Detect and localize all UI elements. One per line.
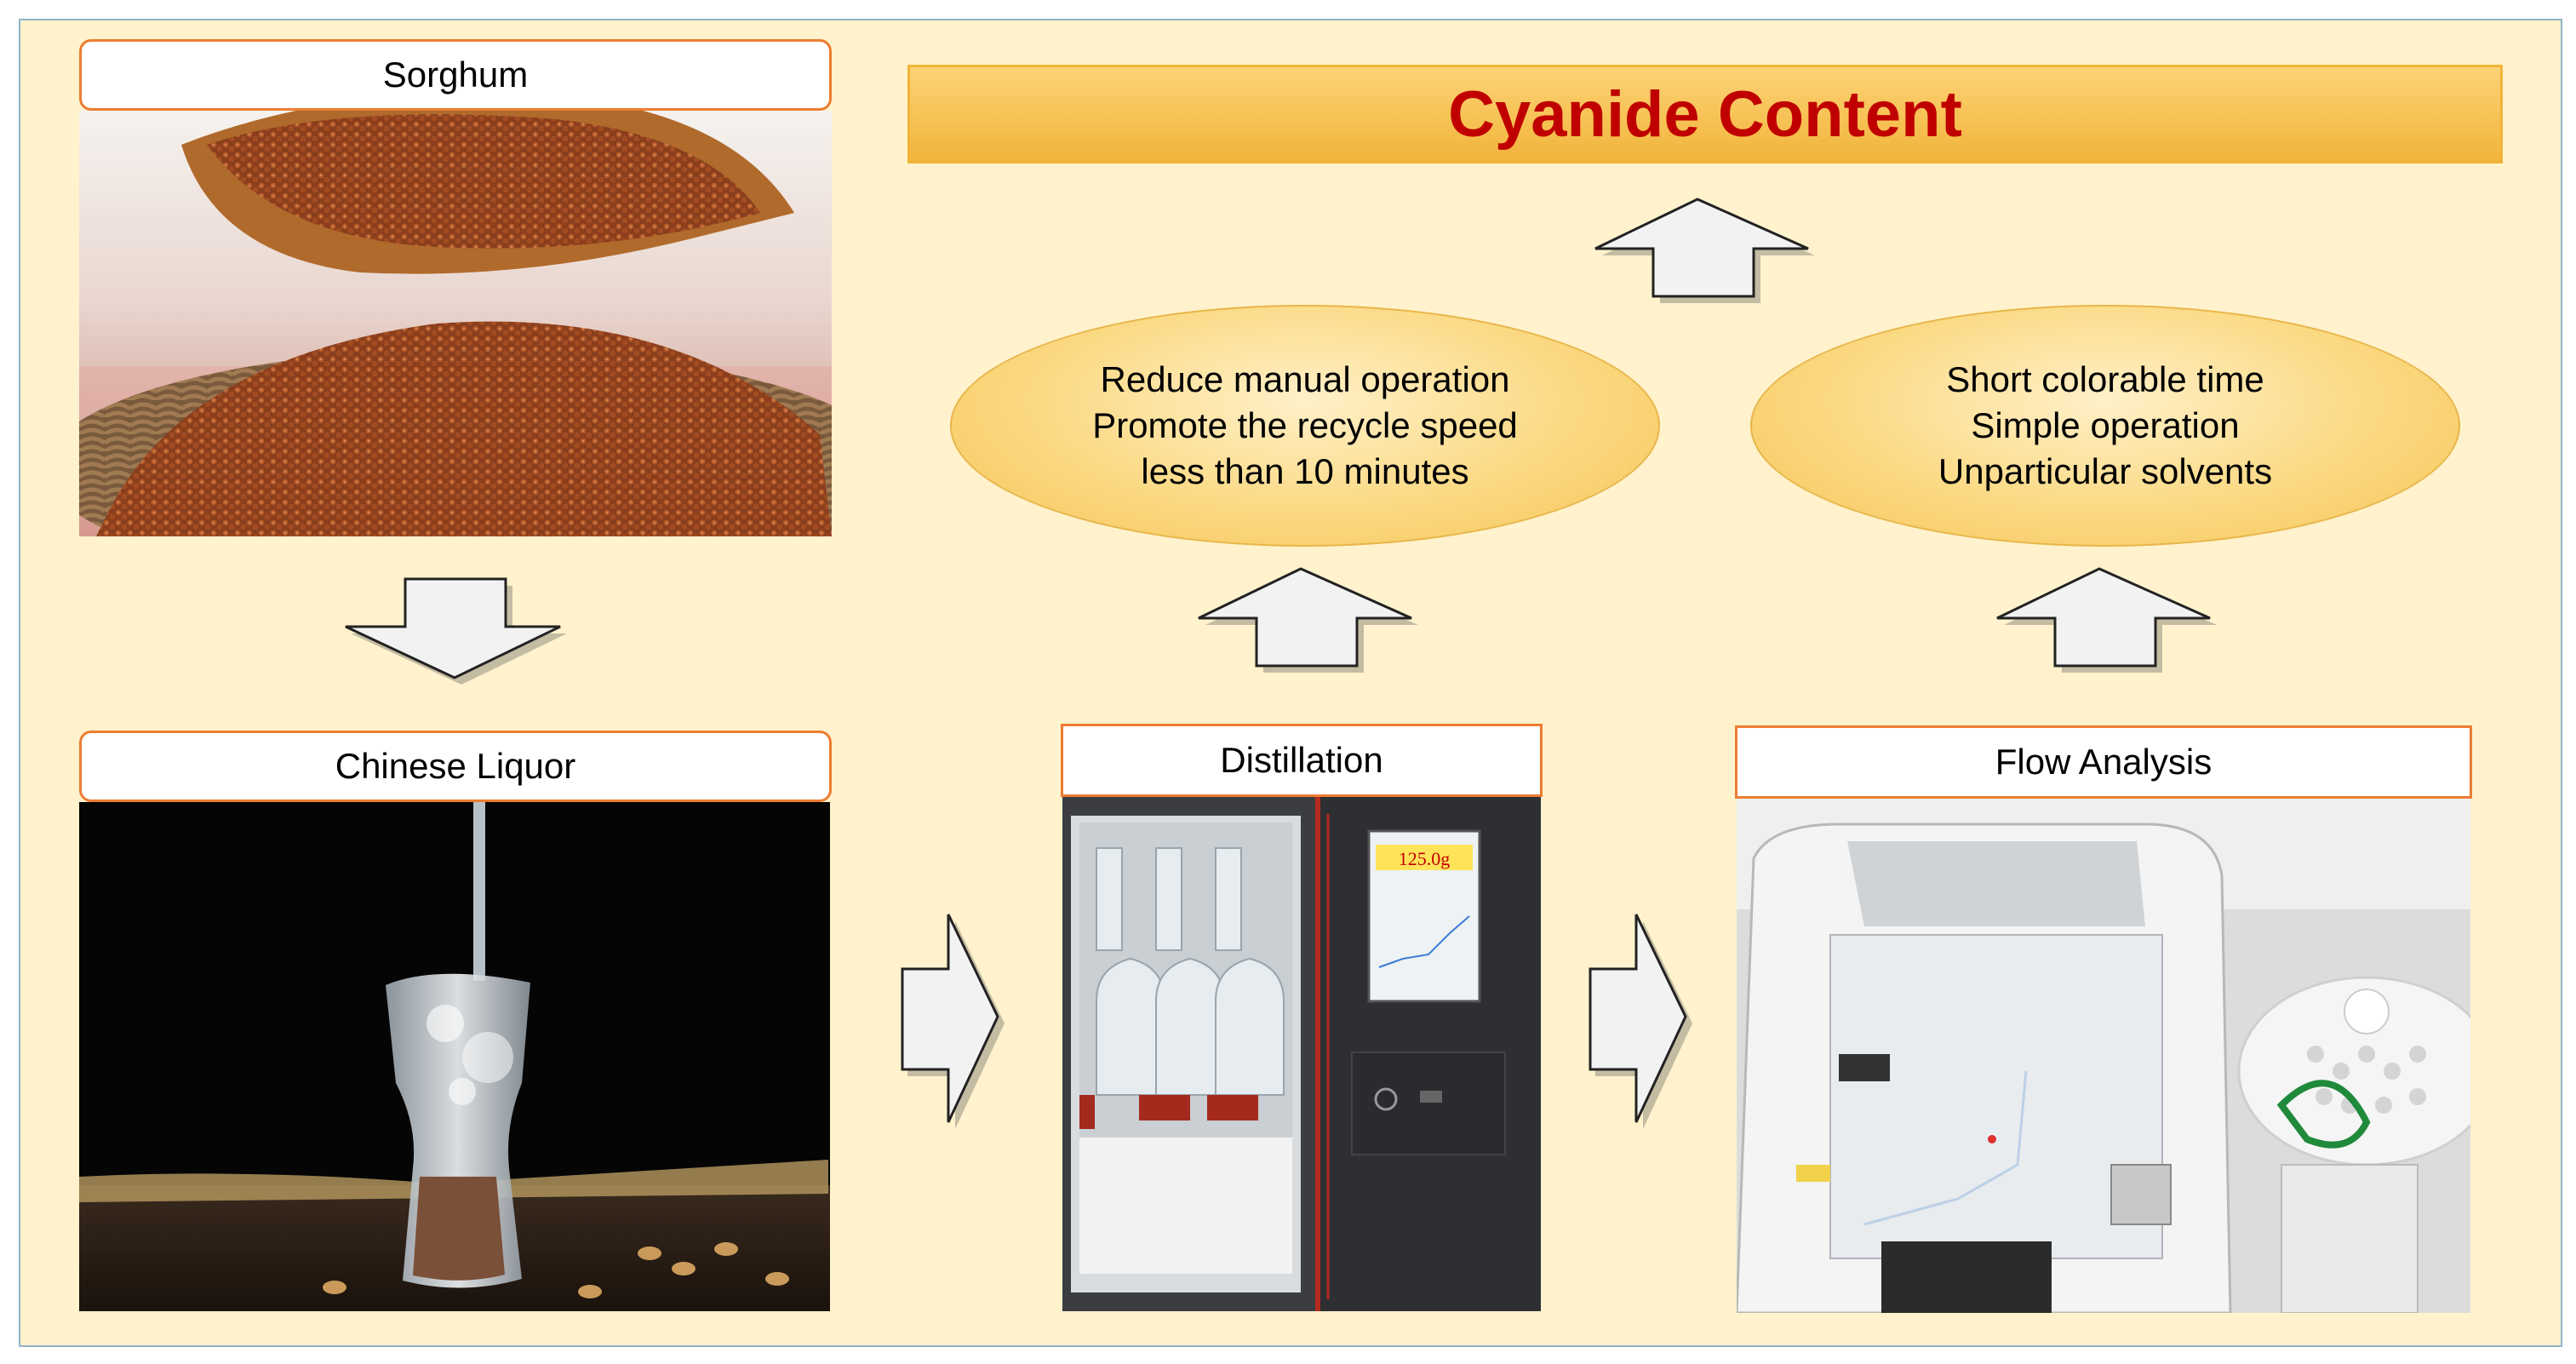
- benefit-text: Short colorable time: [1946, 359, 2264, 399]
- diagram-title: Cyanide Content: [1448, 77, 1962, 151]
- distillation-photo: 125.0g: [1062, 797, 1541, 1311]
- up-arrow-icon: [1194, 567, 1420, 673]
- right-arrow-icon: [899, 911, 1006, 1132]
- sorghum-photo: [79, 111, 832, 536]
- flow-analyzer-photo: [1737, 799, 2470, 1313]
- benefit-text: Promote the recycle speed: [1092, 405, 1518, 445]
- up-arrow-icon: [1992, 567, 2218, 673]
- benefit-text: Simple operation: [1971, 405, 2240, 445]
- scale-readout: 125.0g: [1399, 848, 1451, 869]
- benefit-text: Unparticular solvents: [1938, 451, 2273, 491]
- up-arrow-icon: [1590, 198, 1817, 303]
- right-arrow-icon: [1587, 911, 1694, 1132]
- benefit-text: less than 10 minutes: [1141, 451, 1469, 491]
- chinese-liquor-label: Chinese Liquor: [79, 731, 832, 802]
- distillation-benefits-ellipse: Reduce manual operation Promote the recy…: [950, 305, 1660, 547]
- flow-analysis-label: Flow Analysis: [1735, 725, 2472, 799]
- distillation-label: Distillation: [1061, 724, 1543, 797]
- sorghum-label: Sorghum: [79, 39, 832, 111]
- flow-benefits-ellipse: Short colorable time Simple operation Un…: [1750, 305, 2460, 547]
- title-banner: Cyanide Content: [907, 65, 2503, 163]
- benefit-text: Reduce manual operation: [1100, 359, 1510, 399]
- down-arrow-icon: [339, 577, 570, 686]
- liquor-photo: [79, 802, 830, 1311]
